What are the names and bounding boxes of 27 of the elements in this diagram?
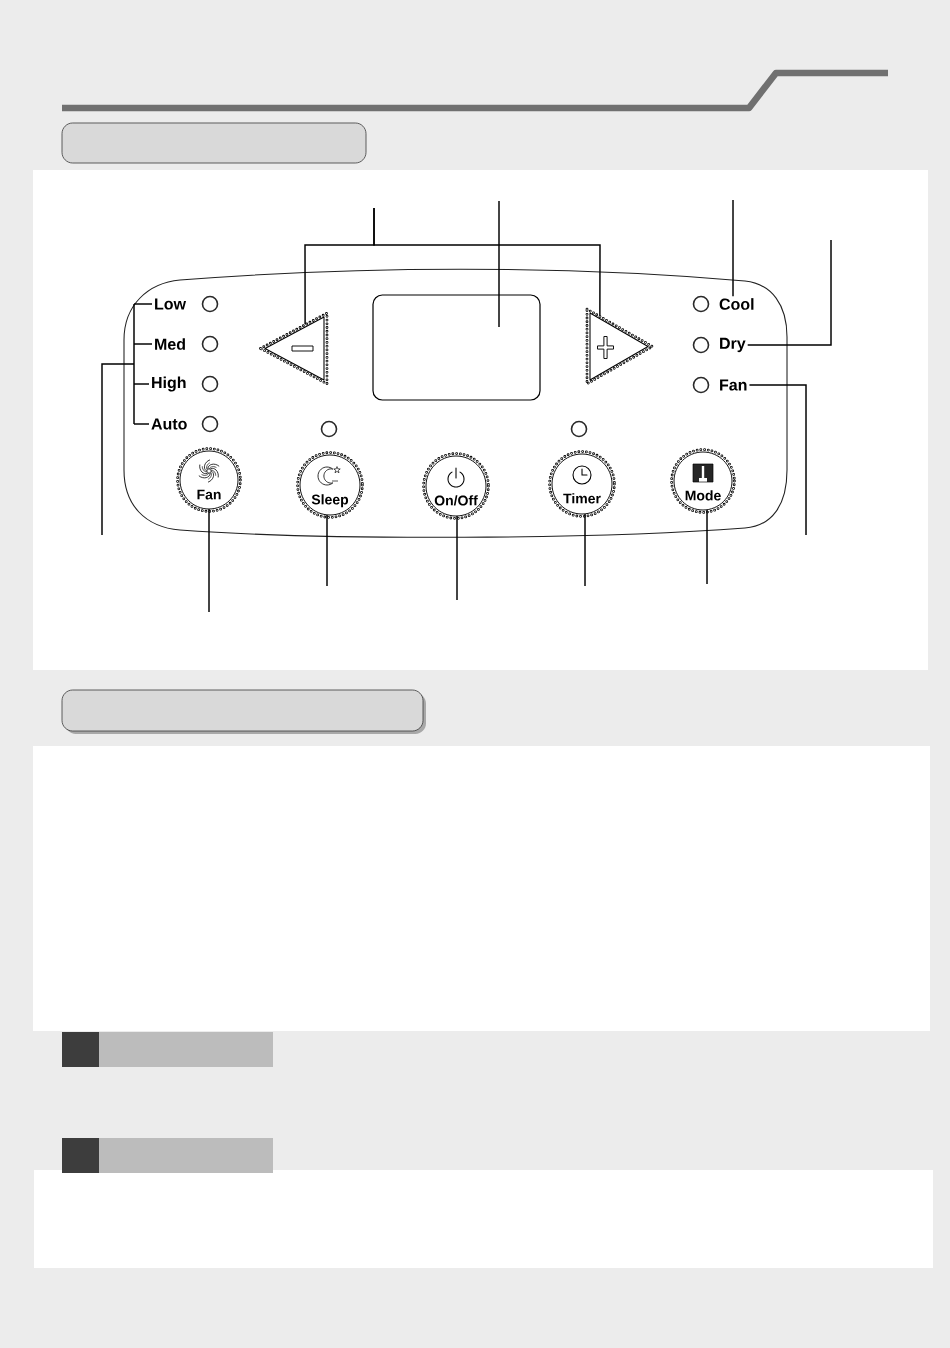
leader-line [706,509,708,585]
leader-line [456,515,458,601]
control-panel [123,268,788,538]
indicator-label: Auto [151,418,187,430]
indicator-label: Cool [719,298,754,310]
leader-line [326,514,328,587]
indicator-label: Fan [720,379,747,391]
indicator-label: Med [155,338,185,350]
display-screen [372,294,541,401]
round-button: Timer [548,450,616,518]
leader-line [498,200,500,328]
leader-line [101,303,153,536]
round-button: Sleep [296,451,364,519]
leader-line [584,513,586,587]
leader-line [208,508,210,613]
indicator-label: Dry [720,337,746,353]
leader-line [732,199,734,297]
heading-tab [61,122,367,164]
heading-tab [61,689,426,734]
round-button: Fan [176,447,242,513]
leader-line [748,384,807,536]
indicator-label: Low [155,298,187,310]
indicator-label: High [152,376,186,392]
leader-line [373,207,601,317]
round-button: Mode [670,448,736,514]
round-button: On/Off [422,452,490,520]
leader-line [746,239,832,346]
